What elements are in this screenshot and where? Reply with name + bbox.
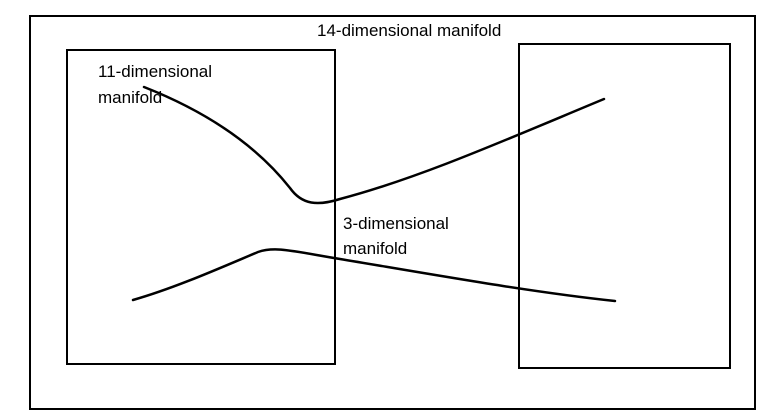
left-manifold-box (66, 49, 336, 365)
left-manifold-label-line2: manifold (98, 88, 163, 107)
outer-manifold-box (29, 15, 756, 410)
middle-manifold-label-line2: manifold (343, 239, 408, 258)
right-manifold-box (518, 43, 731, 369)
lower-curve (131, 248, 617, 303)
outer-manifold-label: 14-dimensional manifold (317, 21, 502, 40)
upper-curve (142, 85, 606, 205)
middle-manifold-label-line1: 3-dimensional (343, 214, 449, 233)
left-manifold-label-line1: 11-dimensional (98, 62, 213, 81)
